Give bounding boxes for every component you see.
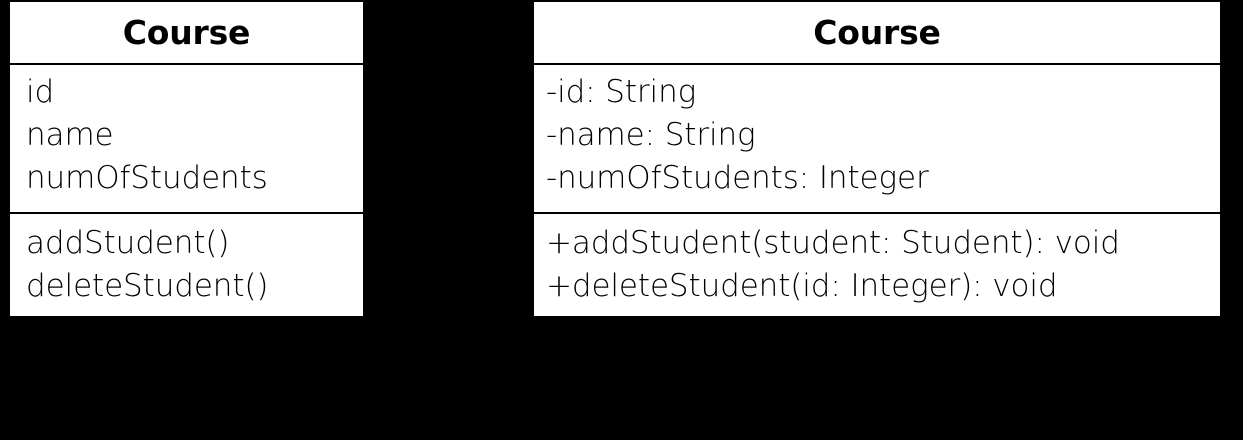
attribute-item: -id: String [546, 74, 697, 110]
attribute-item: numOfStudents [26, 160, 268, 196]
attribute-item: -numOfStudents: Integer [546, 160, 929, 196]
operation-item: deleteStudent() [26, 268, 269, 304]
uml-class-box-conceptual[interactable]: Course id name numOfStudents addStudent(… [8, 0, 365, 318]
operations-compartment-conceptual: addStudent() deleteStudent() [10, 212, 363, 316]
attribute-list-detailed: -id: String -name: String -numOfStudents… [546, 71, 1220, 200]
operations-compartment-detailed: +addStudent(student: Student): void +del… [534, 212, 1220, 316]
uml-class-box-detailed[interactable]: Course -id: String -name: String -numOfS… [532, 0, 1222, 318]
operation-item: addStudent() [26, 225, 230, 261]
class-name-conceptual: Course [10, 2, 363, 63]
attributes-compartment-detailed: -id: String -name: String -numOfStudents… [534, 63, 1220, 212]
operation-item: +addStudent(student: Student): void [546, 225, 1120, 261]
attribute-list-conceptual: id name numOfStudents [26, 71, 363, 200]
class-name-detailed: Course [534, 2, 1220, 63]
operation-list-conceptual: addStudent() deleteStudent() [26, 222, 363, 308]
attribute-item: id [26, 74, 55, 110]
operation-item: +deleteStudent(id: Integer): void [546, 268, 1058, 304]
attribute-item: name [26, 117, 114, 153]
attribute-item: -name: String [546, 117, 756, 153]
operation-list-detailed: +addStudent(student: Student): void +del… [546, 222, 1220, 308]
attributes-compartment-conceptual: id name numOfStudents [10, 63, 363, 212]
